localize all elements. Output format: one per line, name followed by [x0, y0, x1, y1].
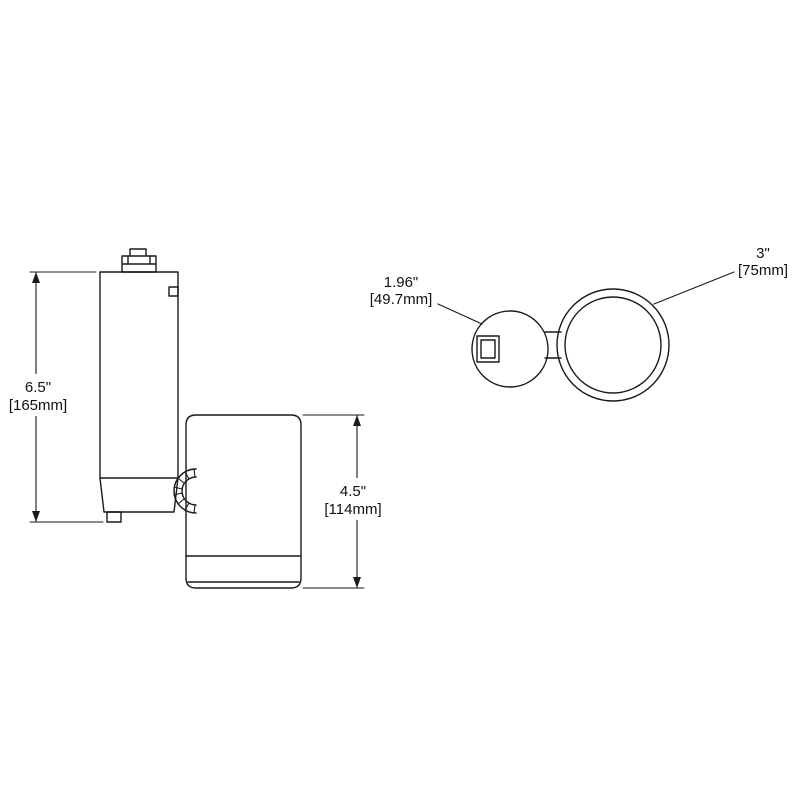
adapter-circle	[471, 310, 549, 388]
head-height-label-mask	[317, 478, 391, 520]
adapter-diameter-label-mm: [49.7mm]	[370, 291, 433, 308]
head-height-label-inches: 4.5"	[340, 483, 366, 500]
adapter-diameter-label-inches: 1.96"	[384, 274, 419, 291]
head-diameter-dimension: 3" [75mm]	[653, 245, 788, 305]
adapter-leader-line	[437, 303, 483, 325]
top-view	[471, 288, 670, 402]
adapter-diameter-dimension: 1.96" [49.7mm]	[370, 274, 483, 325]
fixture-body	[99, 271, 179, 513]
height-dimension: 6.5" [165mm]	[6, 271, 104, 523]
head-height-label-mm: [114mm]	[324, 501, 381, 518]
head-inner-circle	[564, 296, 662, 394]
height-label-mask	[6, 374, 72, 416]
height-label-inches: 6.5"	[25, 379, 51, 396]
adapter-slot-outer	[476, 335, 500, 363]
lamp-head	[185, 414, 302, 589]
adapter-slot-inner	[480, 339, 496, 359]
head-height-extension-lines	[302, 414, 365, 589]
head-diameter-label-inches: 3"	[756, 245, 770, 262]
knuckle-hub	[173, 468, 197, 514]
knuckle-hatching	[173, 468, 196, 514]
body-detail-square	[168, 286, 179, 297]
height-extension-lines	[29, 271, 104, 523]
track-adapter	[121, 248, 157, 273]
head-height-dimension: 4.5" [114mm]	[302, 414, 391, 589]
height-label-mm: [165mm]	[9, 397, 67, 414]
lamp-head-trim-lines	[185, 555, 302, 583]
head-diameter-label-mm: [75mm]	[738, 262, 788, 279]
head-leader-line	[653, 271, 735, 305]
side-view	[99, 248, 302, 589]
head-outer-circle	[556, 288, 670, 402]
body-foot	[106, 511, 122, 523]
